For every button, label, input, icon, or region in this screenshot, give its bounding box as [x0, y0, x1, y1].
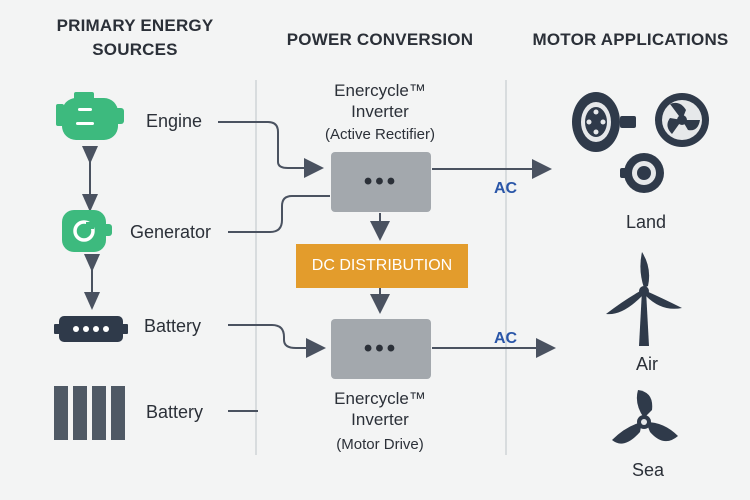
- air-label: Air: [636, 354, 658, 374]
- generator-icon: [62, 210, 112, 252]
- inverter-top-dots: •••: [363, 168, 399, 195]
- header-motor-applications: MOTOR APPLICATIONS: [532, 30, 729, 49]
- engine-to-inverter-arrow: [218, 121, 324, 178]
- inverter-top-title: Enercycle™ Inverter (Active Rectifier): [300, 80, 460, 145]
- ac-label-top: AC: [494, 180, 518, 197]
- battery-pack-icon: [54, 386, 125, 440]
- engine-icon: [56, 92, 124, 140]
- land-label: Land: [626, 212, 667, 232]
- tire-icon: [572, 92, 636, 152]
- inverter-bottom-title: Enercycle™ Inverter (Motor Drive): [300, 388, 460, 455]
- generator-to-inverter-arrow: [228, 195, 330, 233]
- battery-icon: [54, 316, 128, 342]
- motor-icon: [620, 153, 664, 193]
- header-primary-energy-sources: PRIMARY ENERGY SOURCES: [56, 16, 214, 59]
- fan-motor-icon: [655, 93, 709, 147]
- inverter-bottom-type: Inverter: [351, 410, 409, 429]
- inverter-bottom-name: Enercycle™: [334, 389, 426, 408]
- generator-label: Generator: [130, 222, 212, 242]
- battery-label: Battery: [144, 316, 202, 336]
- inverter-top-type: Inverter: [351, 102, 409, 121]
- inverter-top-name: Enercycle™: [334, 81, 426, 100]
- inverter-top-box: •••: [331, 152, 431, 212]
- battery-to-inverter-arrow: [228, 324, 326, 358]
- sea-label: Sea: [632, 460, 665, 480]
- wind-turbine-icon: [606, 252, 682, 346]
- ac-label-bottom: AC: [494, 330, 518, 347]
- inverter-bottom-box: •••: [331, 319, 431, 379]
- dc-distribution-box: DC DISTRIBUTION: [296, 244, 468, 288]
- inverter-bottom-dots: •••: [363, 335, 399, 362]
- dc-distribution-label: DC DISTRIBUTION: [311, 257, 453, 274]
- inverter-bottom-mode: (Motor Drive): [336, 436, 424, 453]
- propeller-icon: [612, 390, 678, 444]
- inverter-top-mode: (Active Rectifier): [324, 126, 436, 143]
- battery-pack-label: Battery: [146, 402, 204, 422]
- engine-label: Engine: [146, 111, 203, 131]
- header-power-conversion: POWER CONVERSION: [286, 30, 474, 49]
